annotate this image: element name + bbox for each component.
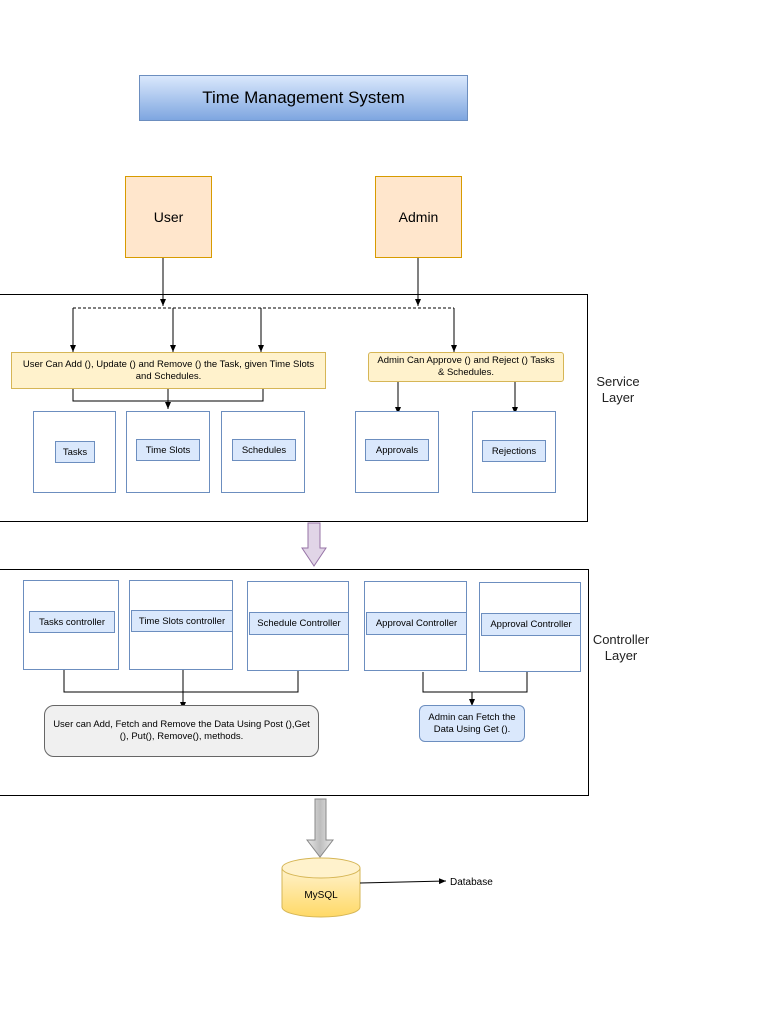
- admin-controller-note: Admin can Fetch the Data Using Get ().: [419, 705, 525, 742]
- rejections-module: Rejections: [472, 411, 556, 493]
- admin-actor-label: Admin: [398, 209, 439, 225]
- rejections-tag: Rejections: [482, 440, 546, 462]
- approval-controller-tag: Approval Controller: [366, 612, 467, 635]
- approvals-module: Approvals: [355, 411, 439, 493]
- admin-actor: Admin: [375, 176, 462, 258]
- controller-layer-box: [0, 569, 589, 796]
- admin-service-note: Admin Can Approve () and Reject () Tasks…: [368, 352, 564, 382]
- time-slots-controller-module: Time Slots controller: [129, 580, 233, 670]
- service-layer-box: [0, 294, 588, 522]
- tasks-tag: Tasks: [55, 441, 95, 463]
- database-label: Database: [450, 877, 493, 888]
- diagram-title: Time Management System: [139, 75, 468, 121]
- user-actor: User: [125, 176, 212, 258]
- tasks-controller-module: Tasks controller: [23, 580, 119, 670]
- controller-layer-label: Controller Layer: [592, 632, 650, 663]
- tasks-module: Tasks: [33, 411, 116, 493]
- controller-to-db-arrow: [305, 798, 335, 858]
- mysql-label: MySQL: [304, 890, 338, 901]
- approval-controller-2-tag: Approval Controller: [481, 613, 581, 636]
- time-slots-module: Time Slots: [126, 411, 210, 493]
- service-layer-label: Service Layer: [596, 374, 640, 405]
- user-actor-label: User: [153, 209, 184, 225]
- time-slots-tag: Time Slots: [136, 439, 200, 461]
- approval-controller-module: Approval Controller: [364, 581, 467, 671]
- user-service-note: User Can Add (), Update () and Remove ()…: [11, 352, 326, 389]
- tasks-controller-tag: Tasks controller: [29, 611, 115, 633]
- schedules-module: Schedules: [221, 411, 305, 493]
- db-to-label-arrow: [359, 878, 447, 885]
- schedule-controller-tag: Schedule Controller: [249, 612, 349, 635]
- schedules-tag: Schedules: [232, 439, 296, 461]
- mysql-database-icon: [281, 857, 361, 918]
- approval-controller-2-module: Approval Controller: [479, 582, 581, 672]
- time-slots-controller-tag: Time Slots controller: [131, 610, 233, 632]
- user-controller-note: User can Add, Fetch and Remove the Data …: [44, 705, 319, 757]
- service-to-controller-arrow: [301, 522, 327, 567]
- approvals-tag: Approvals: [365, 439, 429, 461]
- schedule-controller-module: Schedule Controller: [247, 581, 349, 671]
